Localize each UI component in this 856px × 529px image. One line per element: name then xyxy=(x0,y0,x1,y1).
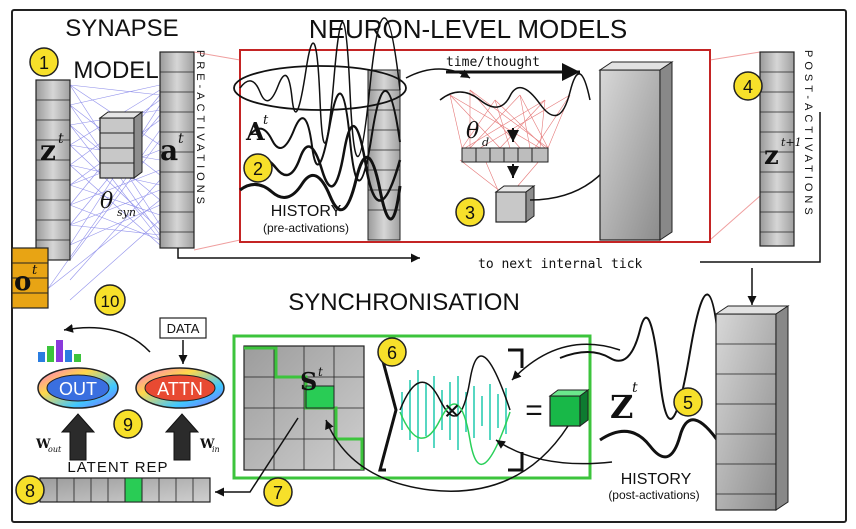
badge-2: 2 xyxy=(243,153,273,183)
badge-5: 5 xyxy=(673,387,703,417)
z-next-superscript: t+1 xyxy=(781,136,802,149)
sync-result-cube xyxy=(548,389,590,427)
w-in-subscript: in xyxy=(212,445,220,454)
w-out-arrow xyxy=(60,413,96,461)
w-in-arrow xyxy=(164,413,200,461)
data-box xyxy=(159,317,207,339)
badge-1: 1 xyxy=(29,47,59,77)
svg-text:10: 10 xyxy=(101,292,120,311)
svg-text:8: 8 xyxy=(25,481,35,501)
out-oval xyxy=(37,367,119,409)
pre-activations-label: PRE-ACTIVATIONS xyxy=(194,50,206,208)
data-label: DATA xyxy=(167,321,200,336)
neuron-level-box xyxy=(239,49,711,243)
nlm-output-cube xyxy=(494,185,536,223)
w-out-subscript: out xyxy=(48,445,62,454)
attn-oval xyxy=(135,367,225,409)
synchronisation-title: SYNCHRONISATION xyxy=(288,289,520,316)
pre-activation-waves xyxy=(239,17,402,221)
badge-3: 3 xyxy=(455,197,485,227)
synapse-title-line1: SYNAPSE xyxy=(65,15,178,42)
out-label: OUT xyxy=(59,379,97,399)
badge-10: 10 xyxy=(94,284,126,316)
z-next-symbol: z xyxy=(764,141,779,171)
svg-text:3: 3 xyxy=(465,203,475,223)
z-t-symbol: z xyxy=(40,134,56,167)
latent-rep-label: LATENT REP xyxy=(67,459,168,476)
svg-text:2: 2 xyxy=(253,159,263,179)
theta-d-symbol: θ xyxy=(466,119,479,144)
post-activation-waves xyxy=(559,293,722,459)
S-t-superscript: t xyxy=(318,365,323,379)
post-activations-label: POST-ACTIVATIONS xyxy=(802,50,814,219)
z-t-superscript: t xyxy=(58,131,64,147)
product-wave-2 xyxy=(399,403,511,465)
Z-t-superscript: t xyxy=(632,380,638,396)
synapse-title-line2: MODEL xyxy=(73,57,158,84)
history-post-sublabel: (post-activations) xyxy=(608,488,699,502)
svg-text:4: 4 xyxy=(743,77,753,97)
w-out-symbol: W xyxy=(35,437,51,452)
history-post-block xyxy=(714,305,790,511)
z-t-column xyxy=(35,79,71,261)
svg-text:1: 1 xyxy=(39,53,49,73)
equals-sign: = xyxy=(525,394,543,427)
badge-4: 4 xyxy=(733,71,763,101)
neuron-level-title: NEURON-LEVEL MODELS xyxy=(309,14,627,44)
output-bar-chart-icon xyxy=(38,340,81,362)
history-to-nlm-arrow xyxy=(405,68,471,79)
sync-box xyxy=(232,334,592,480)
nlm-connections xyxy=(449,89,571,196)
svg-text:5: 5 xyxy=(683,393,693,413)
history-pre-sublabel: (pre-activations) xyxy=(263,221,349,235)
badge-9: 9 xyxy=(113,409,143,439)
theta-d-subscript: d xyxy=(482,136,489,149)
S-t-symbol: S xyxy=(300,367,317,396)
w-in-symbol: W xyxy=(199,437,215,452)
badge-7: 7 xyxy=(263,477,293,507)
a-t-column xyxy=(159,51,195,249)
attn-to-output-arrow xyxy=(63,323,151,353)
o-t-block xyxy=(11,247,49,309)
A-t-superscript: t xyxy=(263,113,269,128)
theta-syn-symbol: θ xyxy=(100,189,113,214)
svg-text:6: 6 xyxy=(387,343,397,363)
nlm-hidden-layer xyxy=(461,147,549,163)
time-thought-label: time/thought xyxy=(446,55,540,70)
history-window-ellipse xyxy=(233,65,407,111)
product-wave-1 xyxy=(399,355,511,417)
sync-to-latent-arrow xyxy=(215,417,299,497)
times-sign: × xyxy=(444,395,460,426)
to-next-tick-label: to next internal tick xyxy=(478,257,643,272)
A-t-symbol: A xyxy=(245,117,265,146)
svg-text:7: 7 xyxy=(273,483,283,503)
post-activation-tall-block xyxy=(598,61,674,241)
cube-to-matrix-arrow xyxy=(325,419,569,492)
Z-t-symbol: Z xyxy=(610,388,633,426)
a-t-superscript: t xyxy=(178,131,184,147)
nlm-input-wave xyxy=(439,73,591,117)
attn-label: ATTN xyxy=(157,379,203,399)
a-t-symbol: a xyxy=(160,134,178,167)
history-pre-label: HISTORY xyxy=(271,203,342,220)
synapse-mlp-block xyxy=(98,111,144,179)
svg-text:9: 9 xyxy=(123,415,133,435)
badge-8: 8 xyxy=(15,475,45,505)
z-next-column xyxy=(759,51,795,247)
wave-to-product-arrow-1 xyxy=(511,343,621,381)
o-t-superscript: t xyxy=(32,263,38,278)
latent-rep-vector xyxy=(39,477,211,503)
pre-to-history-arrow xyxy=(177,248,420,263)
o-t-symbol: o xyxy=(14,267,31,297)
neuron-side-connectors xyxy=(193,51,761,251)
history-post-label: HISTORY xyxy=(621,471,692,488)
wave-to-product-arrow-2 xyxy=(495,439,613,465)
badge-6: 6 xyxy=(377,337,407,367)
next-tick-line xyxy=(700,112,821,263)
theta-syn-subscript: syn xyxy=(117,206,136,219)
